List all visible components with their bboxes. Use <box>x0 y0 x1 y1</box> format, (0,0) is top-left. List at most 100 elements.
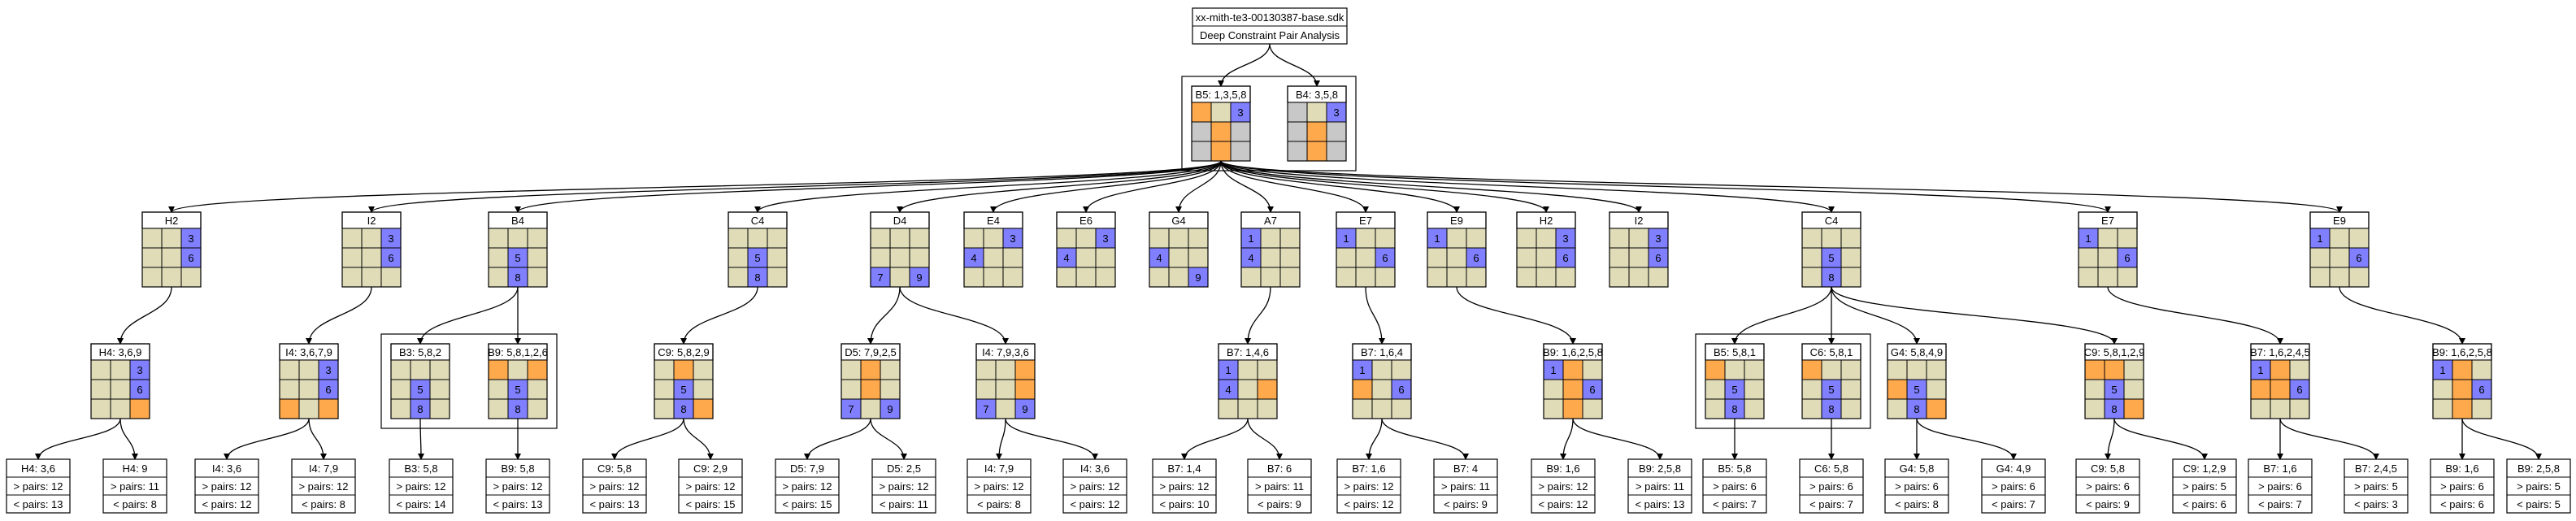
grid-cell <box>180 267 202 288</box>
pair-count-node: B7: 1,6> pairs: 12< pairs: 12 <box>1336 458 1401 514</box>
leaf-label: I4: 3,6 <box>1080 462 1110 475</box>
node-label: B7: 1,6,4 <box>1361 346 1403 358</box>
pair-count-node: D5: 2,5> pairs: 12< pairs: 11 <box>871 458 936 514</box>
grid-cell <box>860 379 881 400</box>
leaf-label: C9: 2,9 <box>693 462 728 475</box>
cell-candidate: 5 <box>2111 384 2117 396</box>
edge-arrow <box>897 160 1222 213</box>
greater-pairs: > pairs: 12 <box>589 480 639 493</box>
pair-count-node: G4: 4,9> pairs: 6< pairs: 7 <box>1981 458 2046 514</box>
edge-arrow <box>2105 418 2115 460</box>
grid-cell <box>298 398 319 419</box>
grid-cell <box>1306 141 1327 162</box>
grid-cell <box>129 379 150 400</box>
grid-cell <box>390 379 411 400</box>
grid-cell <box>2309 267 2331 288</box>
cell-candidate: 1 <box>1343 232 1349 245</box>
edge-arrow <box>1220 160 1274 213</box>
pair-count-node: D5: 7,9> pairs: 12< pairs: 15 <box>775 458 840 514</box>
pair-count-node: C6: 5,8> pairs: 6< pairs: 7 <box>1799 458 1864 514</box>
edge-arrow <box>224 418 310 460</box>
grid-cell <box>1801 267 1822 288</box>
candidate-grid-node: B9: 5,8,1,2,658 <box>488 343 548 419</box>
grid-cell <box>1095 247 1116 268</box>
grid-cell <box>889 267 910 288</box>
edge-arrow <box>2113 418 2208 460</box>
edge-arrow <box>1365 286 1385 345</box>
edge-arrow <box>611 418 684 460</box>
edge-arrow <box>2461 418 2542 460</box>
edge-arrow <box>1572 418 1663 460</box>
grid-cell <box>527 379 548 400</box>
edge-arrow <box>683 418 714 460</box>
cell-candidate: 8 <box>1731 403 1737 415</box>
grid-cell <box>1014 398 1036 419</box>
grid-cell <box>1336 267 1357 288</box>
cell-candidate: 8 <box>1828 403 1834 415</box>
less-pairs: < pairs: 9 <box>1444 498 1488 510</box>
edge-arrow <box>417 418 424 460</box>
pair-count-node: B9: 1,6> pairs: 12< pairs: 12 <box>1531 458 1596 514</box>
grid-cell <box>1257 379 1278 400</box>
grid-cell <box>728 247 749 268</box>
less-pairs: < pairs: 8 <box>302 498 345 510</box>
grid-cell <box>1075 228 1097 249</box>
less-pairs: < pairs: 10 <box>1159 498 1209 510</box>
node-label: D4 <box>893 215 907 227</box>
node-label: H2 <box>1540 215 1553 227</box>
grid-cell <box>2452 359 2473 380</box>
cell-candidate: 7 <box>983 403 988 415</box>
grid-cell <box>1609 247 1630 268</box>
grid-cell <box>1427 267 1448 288</box>
less-pairs: < pairs: 7 <box>2258 498 2302 510</box>
title-node: xx-mith-te3-00130387-base.sdk Deep Const… <box>1192 7 1348 45</box>
grid-cell <box>1724 398 1745 419</box>
grid-cell <box>2329 247 2350 268</box>
grid-cell <box>909 247 930 268</box>
cell-candidate: 1 <box>1359 364 1365 376</box>
less-pairs: < pairs: 8 <box>1895 498 1939 510</box>
grid-cell <box>1371 359 1392 380</box>
candidate-grid-node: B3: 5,8,258 <box>390 343 450 419</box>
less-pairs: < pairs: 8 <box>113 498 157 510</box>
grid-cell <box>870 247 891 268</box>
cell-candidate: 4 <box>1156 252 1162 264</box>
grid-cell <box>747 228 768 249</box>
grid-cell <box>1744 398 1765 419</box>
grid-cell <box>2250 379 2271 400</box>
grid-cell <box>1821 228 1842 249</box>
grid-cell <box>860 359 881 380</box>
cell-candidate: 5 <box>515 384 520 396</box>
grid-cell <box>1371 379 1392 400</box>
leaf-label: B9: 1,6 <box>1546 462 1579 475</box>
grid-cell <box>1355 247 1376 268</box>
grid-cell <box>1336 247 1357 268</box>
grid-cell <box>2289 379 2310 400</box>
cell-candidate: 4 <box>1225 384 1231 396</box>
grid-cell <box>2104 379 2125 400</box>
less-pairs: < pairs: 15 <box>685 498 735 510</box>
grid-cell <box>2084 379 2105 400</box>
grid-cell <box>2123 379 2144 400</box>
grid-cell <box>1562 379 1583 400</box>
cell-candidate: 4 <box>1063 252 1069 264</box>
edge-arrow <box>899 286 1009 345</box>
grid-cell <box>673 398 694 419</box>
grid-cell <box>1075 247 1097 268</box>
grid-cell <box>1801 398 1822 419</box>
leaf-label: C6: 5,8 <box>1814 462 1848 475</box>
grid-cell <box>2123 398 2144 419</box>
grid-cell <box>2123 359 2144 380</box>
grid-cell <box>1230 141 1251 162</box>
cell-candidate: 6 <box>1589 384 1595 396</box>
grid-cell <box>180 228 202 249</box>
pair-count-node: C9: 1,2,9> pairs: 5< pairs: 6 <box>2172 458 2237 514</box>
grid-cell <box>161 247 182 268</box>
grid-cell <box>2329 228 2350 249</box>
grid-cell <box>1056 267 1077 288</box>
